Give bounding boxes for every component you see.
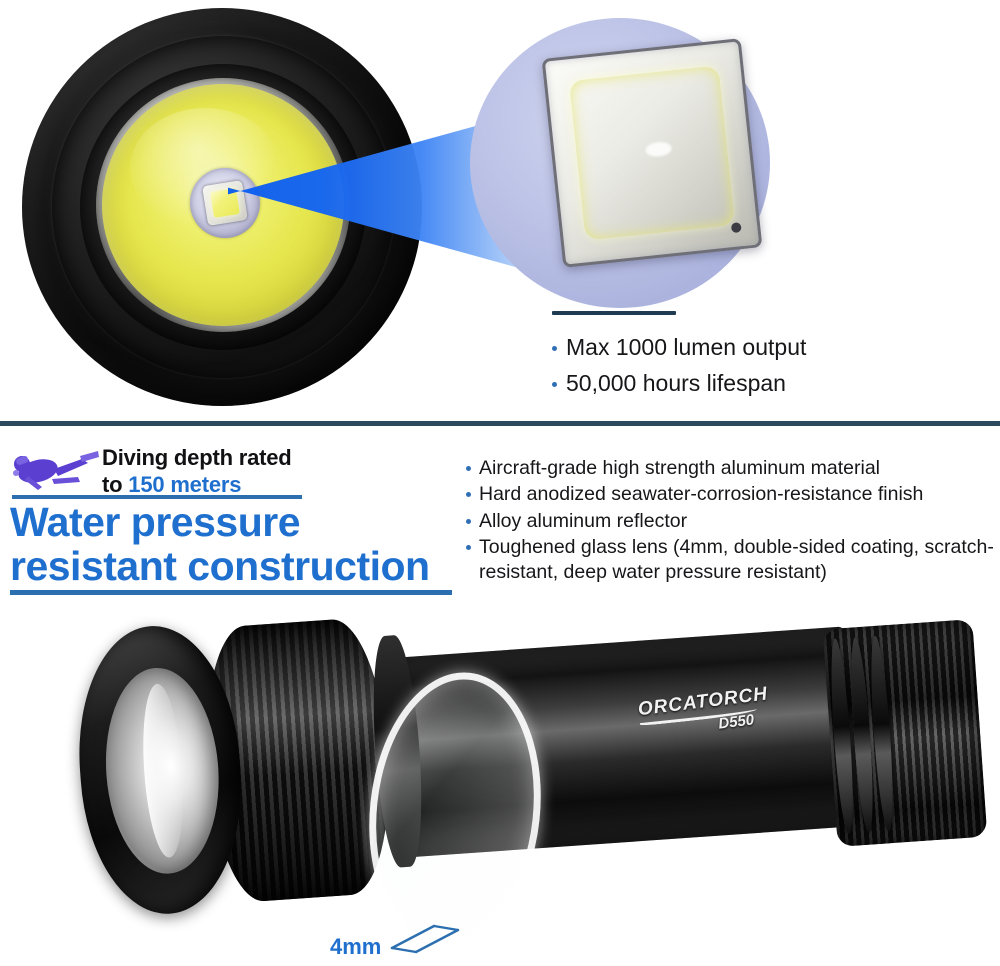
feature-bullet-text: Aircraft-grade high strength aluminum ma… [479, 457, 881, 479]
depth-to-label: to [102, 471, 123, 497]
bullet-dot-icon [466, 545, 471, 551]
depth-caption-line1: Diving depth rated [102, 445, 292, 470]
list-item: Aircraft-grade high strength aluminum ma… [466, 456, 1000, 481]
led-emitter-icon [202, 180, 248, 226]
feature-bullet-text: Hard anodized seawater-corrosion-resista… [479, 483, 924, 506]
bullet-dot-icon [552, 381, 557, 387]
scuba-diver-icon [13, 451, 99, 490]
led-bullet-text: Max 1000 lumen output [566, 334, 807, 360]
led-phosphor-die [569, 66, 735, 241]
chrome-reflector [99, 664, 226, 878]
feature-bullet-text: Toughened glass lens (4mm, double-sided … [479, 536, 994, 584]
flashlight-head [70, 609, 428, 920]
headline-line-1: Water pressure [10, 499, 301, 545]
depth-value: 150 meters [128, 471, 242, 497]
flashlight-tailcap [822, 619, 988, 847]
list-item: Alloy aluminum reflector [466, 509, 1000, 534]
list-item: Toughened glass lens (4mm, double-sided … [466, 535, 1000, 586]
headline-underline [10, 590, 452, 595]
feature-bullet-text: Alloy aluminum reflector [479, 509, 688, 532]
headline-line-2: resistant construction [10, 543, 430, 590]
led-feature-section: Max 1000 lumen output 50,000 hours lifes… [0, 0, 1000, 425]
depth-caption-line2: to 150 meters [102, 472, 332, 499]
bullet-dot-icon [466, 518, 471, 524]
list-item: 50,000 hours lifespan [552, 368, 982, 400]
lens-thickness-label: 4mm [330, 934, 382, 959]
diving-depth-caption: Diving depth rated to 150 meters [102, 445, 332, 499]
bullet-dot-icon [466, 466, 471, 471]
led-bullet-text: 50,000 hours lifespan [566, 369, 786, 396]
dimension-caliper-icon [390, 924, 460, 954]
feature-bullet-list: Aircraft-grade high strength aluminum ma… [466, 456, 1000, 587]
list-item: Max 1000 lumen output [552, 332, 982, 364]
led-emitter-closeup-icon [541, 38, 763, 268]
page-title: Water pressure resistant construction [10, 500, 470, 589]
led-contact-pad [730, 222, 742, 234]
section-divider [0, 421, 1000, 426]
top-bullets-rule [552, 311, 676, 315]
bullet-dot-icon [466, 492, 471, 498]
list-item: Hard anodized seawater-corrosion-resista… [466, 482, 1000, 507]
led-bullet-list: Max 1000 lumen output 50,000 hours lifes… [552, 332, 982, 403]
bullet-dot-icon [552, 346, 557, 351]
depth-caption-underline [12, 495, 302, 499]
